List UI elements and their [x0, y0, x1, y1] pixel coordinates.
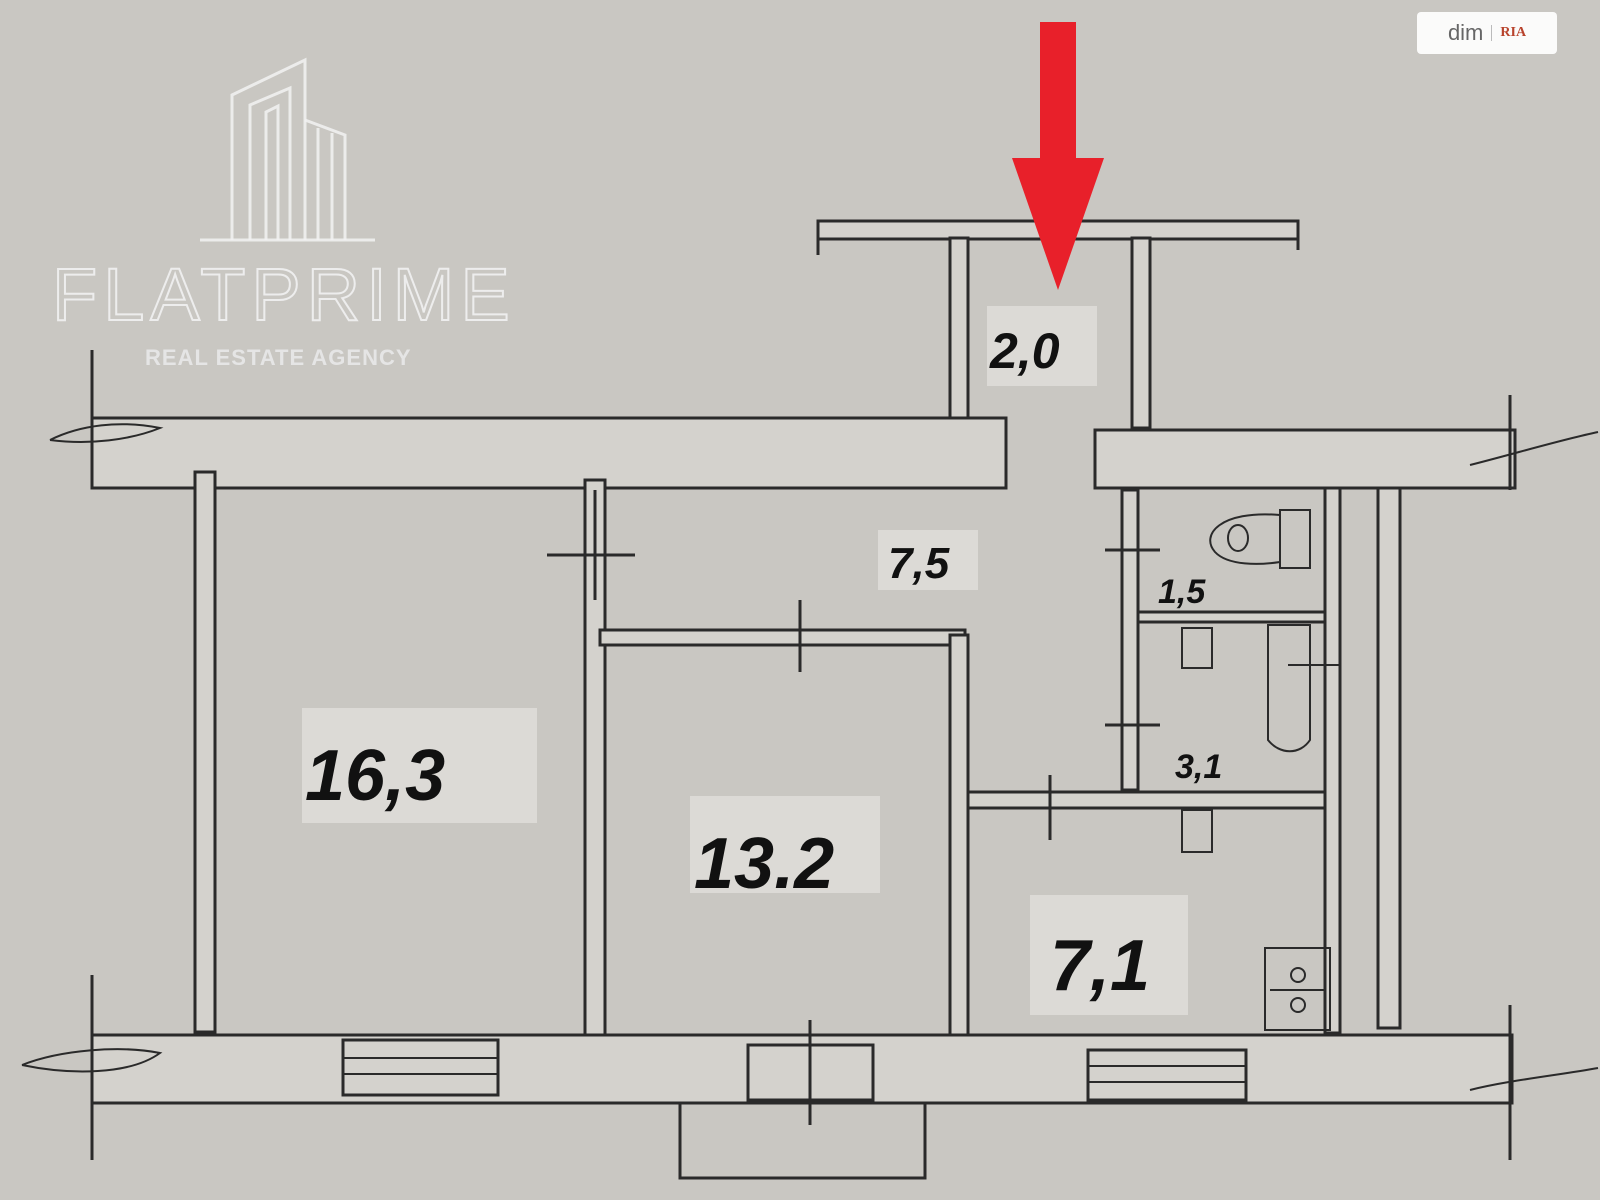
wall-room-left	[193, 470, 217, 1034]
kitchen-area: 7,1	[1050, 926, 1150, 1006]
sink-icon	[1181, 627, 1213, 669]
bathtub-icon	[1267, 624, 1340, 753]
wall-stairs	[1376, 486, 1402, 1030]
wall-bath-left	[1120, 488, 1140, 792]
wall-middle-top	[598, 628, 967, 647]
wall-between-rooms	[583, 478, 607, 1037]
bathroom-area: 3,1	[1175, 748, 1222, 786]
stove-icon	[1264, 947, 1331, 1031]
balcony-area: 2,0	[989, 323, 1060, 379]
hallway-area: 7,5	[888, 539, 950, 588]
balcony-door-bottom	[746, 1020, 875, 1125]
sink-icon-2	[1181, 809, 1213, 853]
window-left	[341, 1038, 500, 1097]
room-area-middle: 13.2	[694, 824, 834, 904]
room-area-large: 16,3	[305, 736, 445, 816]
top-wall-right	[1093, 428, 1517, 490]
logo-name: FLATPRIME	[52, 253, 516, 336]
toilet-area: 1,5	[1158, 573, 1206, 611]
wall-kitchen-top	[966, 790, 1340, 810]
logo-tagline: REAL ESTATE AGENCY	[145, 345, 412, 370]
toilet-icon	[1209, 509, 1311, 569]
wall-bath-divider	[1136, 610, 1340, 624]
wall-middle-right	[948, 633, 970, 1037]
wall-kitchen-right	[1323, 486, 1342, 1035]
bottom-balcony	[678, 1103, 927, 1180]
top-wall-left	[90, 416, 1008, 490]
watermark-site: dim	[1447, 20, 1484, 45]
flatprime-logo-mark	[200, 57, 375, 242]
window-right	[1086, 1048, 1248, 1102]
down-arrow-icon	[1012, 22, 1104, 290]
dim-ria-watermark: dim RIA	[1417, 12, 1557, 54]
watermark-brand: RIA	[1491, 25, 1526, 41]
